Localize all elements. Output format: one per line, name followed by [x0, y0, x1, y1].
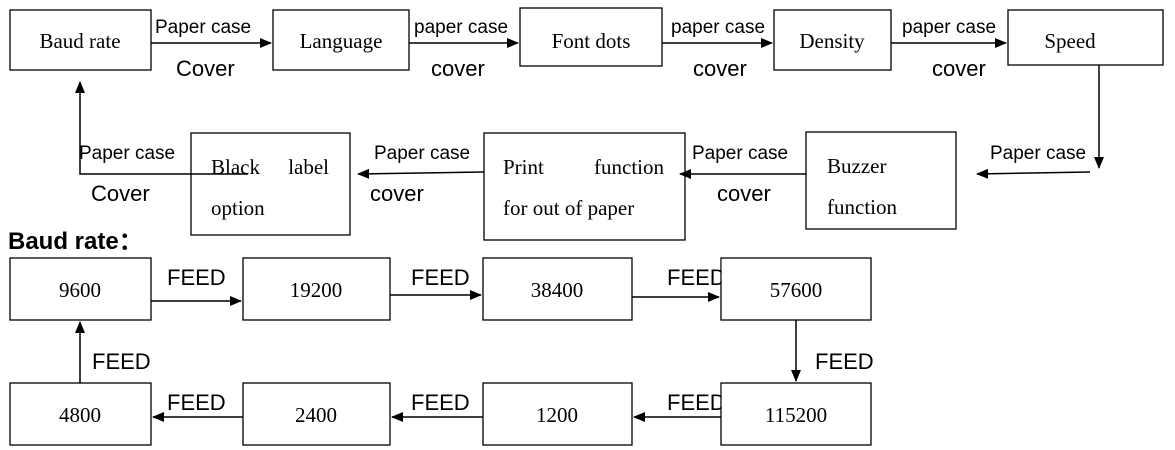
feed-label-clipped: FEED	[667, 265, 726, 290]
feed-arrow-4800-9600: FEED	[75, 321, 151, 383]
feed-label: FEED	[411, 390, 470, 415]
feed-label-clipped: FEED	[667, 390, 726, 415]
arrow-font-to-density: paper case cover	[662, 17, 773, 81]
arrow8-label-top: Paper case	[79, 143, 175, 164]
box-language-label: Language	[300, 29, 383, 53]
baud-value: 1200	[536, 403, 578, 427]
box-black-line1a: Black	[211, 155, 260, 179]
arrow-baud-to-language: Paper case Cover	[151, 17, 272, 81]
arrow-language-to-font: paper case cover	[409, 17, 519, 81]
arrow7-label-top: Paper case	[374, 143, 470, 164]
baud-box-57600: 57600	[720, 257, 872, 321]
arrow6-label-top: Paper case	[692, 143, 788, 164]
baud-box-1200: 1200	[482, 382, 633, 446]
baud-value: 57600	[770, 278, 823, 302]
feed-arrow-19200-38400: FEED	[390, 265, 482, 300]
box-print-line1a: Print	[503, 155, 544, 179]
baud-box-115200: 115200	[720, 382, 872, 446]
box-font-dots-label: Font dots	[552, 29, 631, 53]
baud-value: 19200	[290, 278, 343, 302]
baud-value: 115200	[765, 403, 827, 427]
box-black-label-option: Black label option	[190, 132, 351, 236]
feed-label: FEED	[411, 265, 470, 290]
arrow3-label-bottom: cover	[693, 56, 747, 81]
box-density-label: Density	[799, 29, 865, 53]
arrow-black-to-baud: Paper case Cover	[75, 81, 248, 206]
feed-arrow-1200-2400: FEED	[391, 390, 483, 422]
baud-box-4800: 4800	[9, 382, 152, 446]
arrow4-label-bottom: cover	[932, 56, 986, 81]
feed-arrow-57600-115200: FEED	[791, 320, 874, 382]
box-print-line2: for out of paper	[503, 196, 634, 220]
baud-box-9600: 9600	[9, 257, 152, 321]
arrow-speed-to-buzzer: Paper case	[976, 143, 1091, 179]
arrow-print-to-black: Paper case cover	[357, 143, 485, 206]
baud-value: 2400	[295, 403, 337, 427]
arrow-density-to-speed: paper case cover	[891, 17, 1007, 81]
feed-arrow-9600-19200: FEED	[151, 265, 242, 306]
arrow7-label-bottom: cover	[370, 181, 424, 206]
box-black-line2: option	[211, 196, 265, 220]
feed-label: FEED	[815, 349, 874, 374]
arrow2-label-bottom: cover	[431, 56, 485, 81]
arrow2-label-top: paper case	[414, 17, 508, 38]
arrow-buzzer-to-print: Paper case cover	[679, 143, 806, 206]
arrow8-label-bottom: Cover	[91, 181, 150, 206]
feed-label: FEED	[92, 349, 151, 374]
arrow1-label-bottom: Cover	[176, 56, 235, 81]
baud-box-38400: 38400	[482, 257, 633, 321]
box-density: Density	[773, 9, 892, 71]
box-print-line1b: function	[594, 155, 664, 179]
box-font-dots: Font dots	[519, 7, 663, 67]
box-black-line1b: label	[288, 155, 329, 179]
box-buzzer-line1: Buzzer	[827, 154, 886, 178]
arrow6-label-bottom: cover	[717, 181, 771, 206]
box-speed: Speed	[1007, 9, 1164, 66]
box-buzzer-function: Buzzer function	[805, 131, 957, 230]
feed-label: FEED	[167, 265, 226, 290]
baud-box-2400: 2400	[242, 382, 391, 446]
arrow3-label-top: paper case	[671, 17, 765, 38]
feed-arrow-2400-4800: FEED	[152, 390, 243, 422]
baud-value: 4800	[59, 403, 101, 427]
baud-value: 9600	[59, 278, 101, 302]
box-speed-label: Speed	[1044, 29, 1096, 53]
baud-rate-heading: Baud rate：	[8, 228, 143, 255]
box-language: Language	[272, 9, 410, 71]
box-print-function: Print function for out of paper	[483, 132, 686, 241]
feed-arrow-115200-1200: FEED	[633, 384, 728, 422]
arrow1-label-top: Paper case	[155, 17, 251, 38]
feed-label: FEED	[167, 390, 226, 415]
arrow4-label-top: paper case	[902, 17, 996, 38]
box-buzzer-line2: function	[827, 195, 897, 219]
feed-arrow-38400-57600: FEED	[632, 259, 728, 302]
baud-value: 38400	[531, 278, 584, 302]
arrow5-label-top: Paper case	[990, 143, 1086, 164]
box-baud-rate-label: Baud rate	[39, 29, 120, 53]
box-baud-rate: Baud rate	[9, 9, 152, 71]
baud-box-19200: 19200	[242, 257, 391, 321]
